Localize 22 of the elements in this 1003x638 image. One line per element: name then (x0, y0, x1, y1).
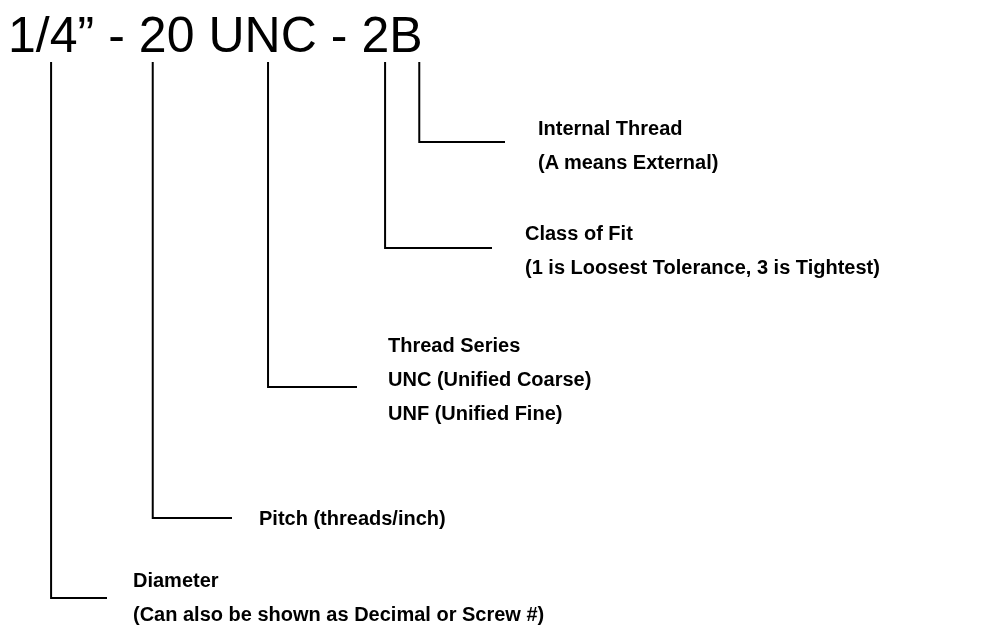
term-note: (A means External) (538, 150, 719, 175)
term-note: UNF (Unified Fine) (388, 401, 564, 426)
term-note: (Can also be shown as Decimal or Screw #) (133, 602, 545, 627)
term-heading: Diameter (133, 568, 220, 593)
leader-line (384, 61, 493, 249)
term-heading: Internal Thread (538, 116, 684, 141)
term-heading: Thread Series (388, 333, 522, 358)
leader-line (50, 61, 108, 599)
term-note: (1 is Loosest Tolerance, 3 is Tightest) (525, 255, 880, 280)
separator-dash: - (108, 10, 125, 60)
notation-part: 2 (361, 10, 390, 60)
term-note: UNC (Unified Coarse) (388, 367, 592, 392)
leader-line (151, 61, 233, 519)
separator-dash: - (330, 10, 348, 60)
notation-part: 1/4” (8, 10, 95, 60)
notation-part: 20 (138, 10, 195, 60)
notation-part: B (389, 10, 423, 60)
notation-part: UNC (208, 10, 317, 60)
term-heading: Class of Fit (525, 221, 634, 246)
leader-line (267, 61, 358, 388)
leader-line (418, 61, 506, 143)
term-heading: Pitch (threads/inch) (259, 506, 446, 531)
